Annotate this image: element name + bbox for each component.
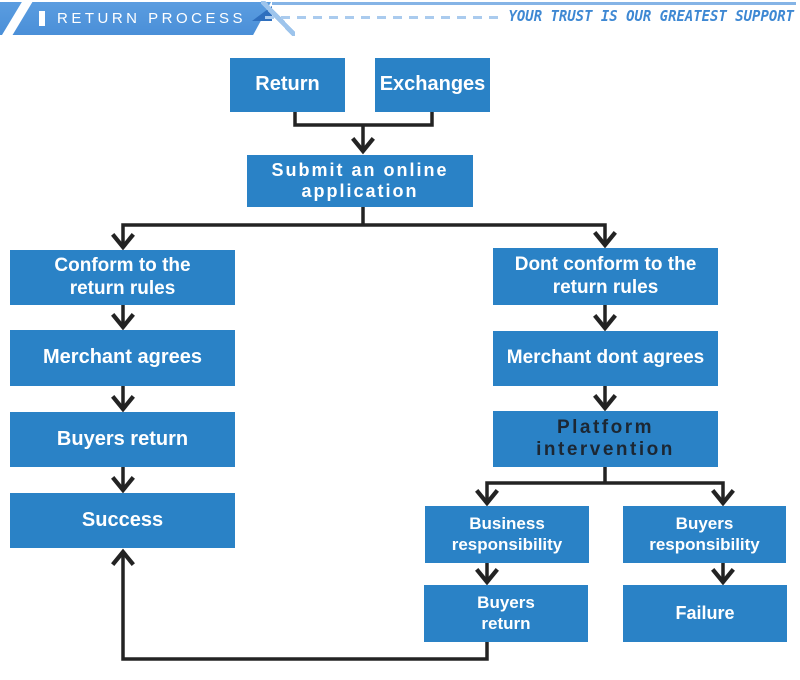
connector-loop-to-success — [121, 552, 489, 661]
node-return: Return — [230, 58, 345, 112]
node-merchant-agrees: Merchant agrees — [10, 330, 235, 386]
connector-platform-split — [485, 465, 725, 503]
node-exchanges: Exchanges — [375, 58, 490, 112]
arrowhead-down-icon — [351, 137, 375, 155]
dashed-divider — [265, 16, 498, 19]
arrowhead-down-icon — [711, 489, 735, 507]
arrowhead-down-icon — [111, 395, 135, 413]
node-submit-application: Submit an online application — [247, 155, 473, 207]
node-buyers-return-final: Buyers return — [424, 585, 588, 642]
arrowhead-down-icon — [593, 231, 617, 249]
arrowhead-up-icon — [111, 548, 135, 566]
arrowhead-down-icon — [111, 476, 135, 494]
title-bullet-icon — [39, 11, 45, 26]
node-conform-rules: Conform to the return rules — [10, 250, 235, 305]
arrowhead-down-icon — [475, 568, 499, 586]
header-top-rule — [272, 2, 796, 5]
node-buyers-return: Buyers return — [10, 412, 235, 467]
node-business-responsibility: Business responsibility — [425, 506, 589, 563]
node-dont-conform-rules: Dont conform to the return rules — [493, 248, 718, 305]
arrowhead-down-icon — [111, 313, 135, 331]
page-header: RETURN PROCESS YOUR TRUST IS OUR GREATES… — [0, 0, 800, 40]
header-slogan: YOUR TRUST IS OUR GREATEST SUPPORT — [508, 7, 794, 25]
arrowhead-down-icon — [593, 314, 617, 332]
connector-main-split — [121, 205, 607, 247]
arrowhead-down-icon — [593, 394, 617, 412]
node-failure: Failure — [623, 585, 787, 642]
node-buyers-responsibility: Buyers responsibility — [623, 506, 786, 563]
node-platform-intervention: Platform intervention — [493, 411, 718, 467]
node-success: Success — [10, 493, 235, 548]
node-merchant-dont-agrees: Merchant dont agrees — [493, 331, 718, 386]
arrowhead-down-icon — [475, 489, 499, 507]
page-title: RETURN PROCESS — [57, 10, 247, 27]
arrowhead-down-icon — [111, 233, 135, 251]
title-banner — [0, 2, 271, 35]
arrowhead-down-icon — [711, 568, 735, 586]
connector-merge-top — [293, 110, 434, 152]
